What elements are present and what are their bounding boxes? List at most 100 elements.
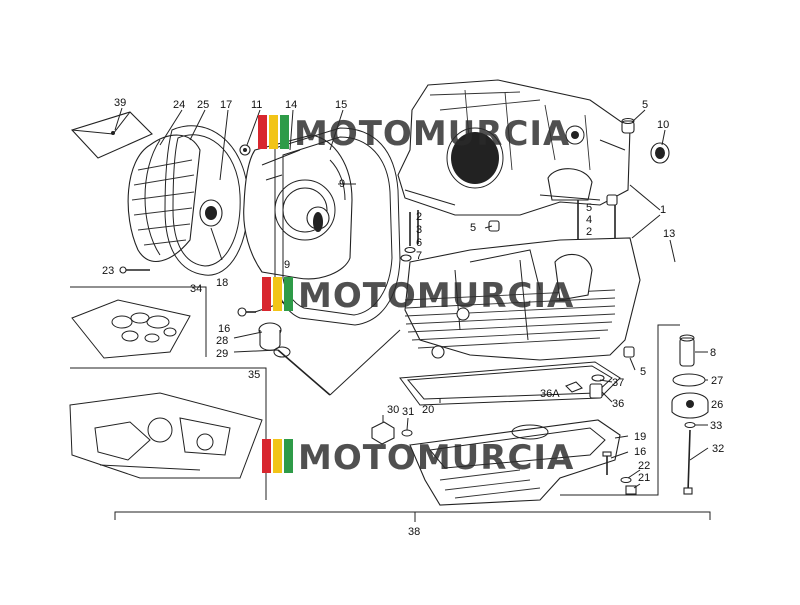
o-ring-27 xyxy=(672,373,706,387)
washer-22 xyxy=(620,477,632,483)
sleeve-8 xyxy=(679,334,695,367)
part-label-27: 27 xyxy=(711,375,723,387)
seal-kit-34 xyxy=(71,299,191,359)
part-label-31: 31 xyxy=(402,406,414,418)
watermark-logo-middle: MOTOMURCIA xyxy=(262,276,574,316)
part-label-38: 38 xyxy=(408,526,420,538)
oil-filter-housing-26 xyxy=(671,392,709,419)
part-label-1: 1 xyxy=(660,204,666,216)
part-label-7: 7 xyxy=(416,250,422,262)
watermark-logo-top: MOTOMURCIA xyxy=(258,114,570,154)
breather-cap-28 xyxy=(258,322,282,351)
part-label-16-top: 16 xyxy=(218,323,230,335)
flag-stripe-green xyxy=(284,439,293,473)
studs-left xyxy=(400,210,419,262)
part-label-9-top: 9 xyxy=(339,178,345,190)
part-label-30: 30 xyxy=(387,404,399,416)
seal-10 xyxy=(650,142,670,164)
leader-lines xyxy=(114,107,709,489)
part-label-26: 26 xyxy=(711,399,723,411)
part-label-6: 6 xyxy=(416,237,422,249)
part-label-8: 8 xyxy=(710,347,716,359)
part-label-15: 15 xyxy=(335,99,347,111)
flag-stripe-yellow xyxy=(269,115,278,149)
part-label-33: 33 xyxy=(710,420,722,432)
part-label-13: 13 xyxy=(663,228,675,240)
bushing-5-low xyxy=(623,346,635,358)
part-label-34: 34 xyxy=(190,283,202,295)
upper-crankcase-1 xyxy=(397,79,631,216)
gasket-envelope-39 xyxy=(71,111,153,159)
part-label-24: 24 xyxy=(173,99,185,111)
flag-stripe-red xyxy=(262,277,271,311)
part-label-25: 25 xyxy=(197,99,209,111)
drain-plug-21 xyxy=(625,485,637,495)
flag-stripe-yellow xyxy=(273,277,282,311)
sump-gasket-20 xyxy=(399,361,621,406)
watermark-text: MOTOMURCIA xyxy=(298,438,574,478)
part-label-36: 36 xyxy=(612,398,624,410)
part-labels: 39 24 25 17 11 14 15 5 10 9 2 3 6 7 5 4 … xyxy=(102,97,724,538)
part-label-5-left: 5 xyxy=(470,222,476,234)
gasket-25 xyxy=(164,125,249,276)
flag-stripe-red xyxy=(258,115,267,149)
washer-33 xyxy=(684,422,696,428)
part-label-3: 3 xyxy=(416,224,422,236)
part-label-37: 37 xyxy=(612,377,624,389)
part-label-2-left: 2 xyxy=(416,211,422,223)
part-label-18: 18 xyxy=(216,277,228,289)
oil-sump-19 xyxy=(409,419,621,506)
watermark-text: MOTOMURCIA xyxy=(294,114,570,154)
bolt-16-sump xyxy=(602,451,612,475)
part-label-16-sump: 16 xyxy=(634,446,646,458)
part-label-4: 4 xyxy=(586,214,592,226)
sleeve-36 xyxy=(589,383,603,399)
watermark-text: MOTOMURCIA xyxy=(298,276,574,316)
bolt-16-top xyxy=(237,307,256,317)
right-bracket xyxy=(560,324,680,496)
part-label-2-right: 2 xyxy=(586,226,592,238)
oil-seal-18 xyxy=(199,199,223,227)
part-label-5-top: 5 xyxy=(642,99,648,111)
part-label-5-mid: 5 xyxy=(586,202,592,214)
side-cover-24 xyxy=(127,134,201,262)
bushing-5-top xyxy=(621,118,635,134)
part-label-28: 28 xyxy=(216,335,228,347)
part-label-9-mid: 9 xyxy=(284,259,290,271)
lower-crankcase xyxy=(404,237,641,361)
part-label-11: 11 xyxy=(251,99,262,111)
part-label-39: 39 xyxy=(114,97,126,109)
part-label-23: 23 xyxy=(102,265,114,277)
part-label-29: 29 xyxy=(216,348,228,360)
studs-right xyxy=(488,194,618,245)
part-label-10: 10 xyxy=(657,119,669,131)
gasket-kit-35 xyxy=(69,392,263,479)
kit-34-frame xyxy=(70,286,207,357)
part-label-5-low: 5 xyxy=(640,366,646,378)
plug-30 xyxy=(371,421,395,445)
part-label-36A: 36A xyxy=(540,388,560,400)
part-label-19: 19 xyxy=(634,431,646,443)
flag-stripe-green xyxy=(284,277,293,311)
kit-38-bracket xyxy=(114,511,711,520)
part-label-22: 22 xyxy=(638,460,650,472)
part-label-14: 14 xyxy=(285,99,297,111)
flag-stripe-red xyxy=(262,439,271,473)
bolt-32 xyxy=(683,429,693,495)
part-label-32: 32 xyxy=(712,443,724,455)
part-label-21: 21 xyxy=(638,472,650,484)
kit-35-frame xyxy=(70,367,267,500)
spacer-36A xyxy=(565,381,583,393)
watermark-logo-bottom: MOTOMURCIA xyxy=(262,438,574,478)
part-label-35: 35 xyxy=(248,369,260,381)
washer-37 xyxy=(591,374,605,382)
flag-stripe-green xyxy=(280,115,289,149)
washer-31 xyxy=(401,429,413,437)
part-label-17: 17 xyxy=(220,99,232,111)
part-label-20: 20 xyxy=(422,404,434,416)
timing-cover-14 xyxy=(239,134,353,280)
dipstick-29 xyxy=(273,346,331,396)
flag-stripe-yellow xyxy=(273,439,282,473)
